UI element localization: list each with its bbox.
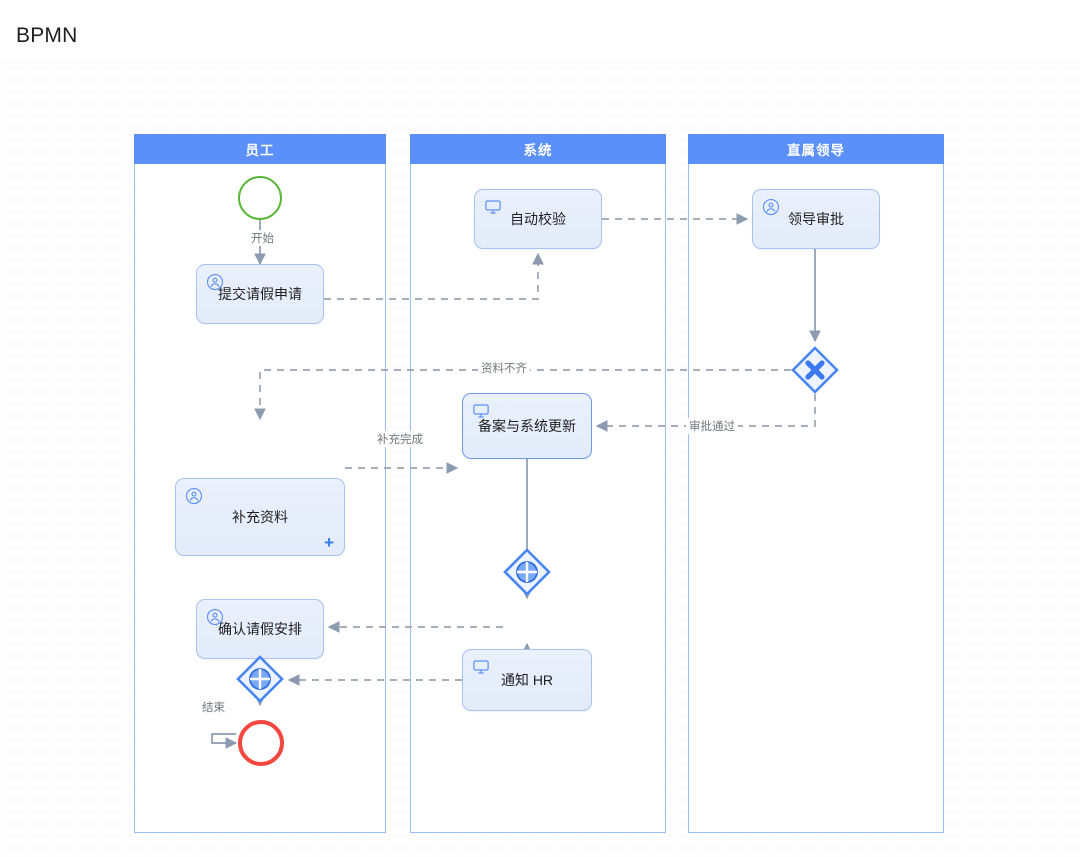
monitor-icon: [484, 198, 502, 216]
monitor-icon: [472, 658, 490, 676]
user-icon: [206, 608, 224, 626]
task-record-and-system-update[interactable]: 备案与系统更新: [462, 393, 592, 459]
task-label: 领导审批: [788, 211, 844, 227]
task-submit-leave-request[interactable]: 提交请假申请: [196, 264, 324, 324]
start-event[interactable]: [238, 176, 282, 220]
end-event[interactable]: [238, 720, 284, 766]
lane-header-employee[interactable]: 员工: [134, 134, 386, 164]
lane-manager[interactable]: [688, 164, 944, 833]
edge-label-supply-complete: 补充完成: [374, 431, 426, 447]
lane-header-system[interactable]: 系统: [410, 134, 666, 164]
task-auto-validation[interactable]: 自动校验: [474, 189, 602, 249]
lane-label-system: 系统: [523, 143, 553, 158]
user-icon: [185, 487, 203, 505]
lane-system[interactable]: [410, 164, 666, 833]
edge-label-approved: 审批通过: [686, 418, 738, 434]
task-label: 通知 HR: [500, 672, 554, 688]
monitor-icon: [472, 402, 490, 420]
lane-label-manager: 直属领导: [787, 143, 845, 158]
task-label: 补充资料: [232, 509, 288, 525]
subprocess-expand-icon[interactable]: +: [324, 533, 334, 552]
edge-label-end: 结束: [199, 699, 228, 715]
user-icon: [762, 198, 780, 216]
page-title: BPMN: [16, 24, 78, 47]
task-confirm-leave-arrangement[interactable]: 确认请假安排: [196, 599, 324, 659]
subprocess-supply-documents[interactable]: 补充资料 +: [175, 478, 345, 556]
diagram-canvas[interactable]: 员工 系统 直属领导: [0, 58, 1080, 857]
inclusive-gateway-split[interactable]: [503, 548, 551, 596]
user-icon: [206, 273, 224, 291]
task-notify-hr[interactable]: 通知 HR: [462, 649, 592, 711]
lane-header-manager[interactable]: 直属领导: [688, 134, 944, 164]
task-manager-approval[interactable]: 领导审批: [752, 189, 880, 249]
exclusive-gateway[interactable]: [791, 346, 839, 394]
task-label: 自动校验: [510, 211, 566, 227]
inclusive-gateway-join[interactable]: [236, 655, 284, 703]
edge-label-start: 开始: [248, 230, 277, 246]
edge-label-incomplete-docs: 资料不齐: [478, 360, 530, 376]
lane-label-employee: 员工: [245, 143, 275, 158]
